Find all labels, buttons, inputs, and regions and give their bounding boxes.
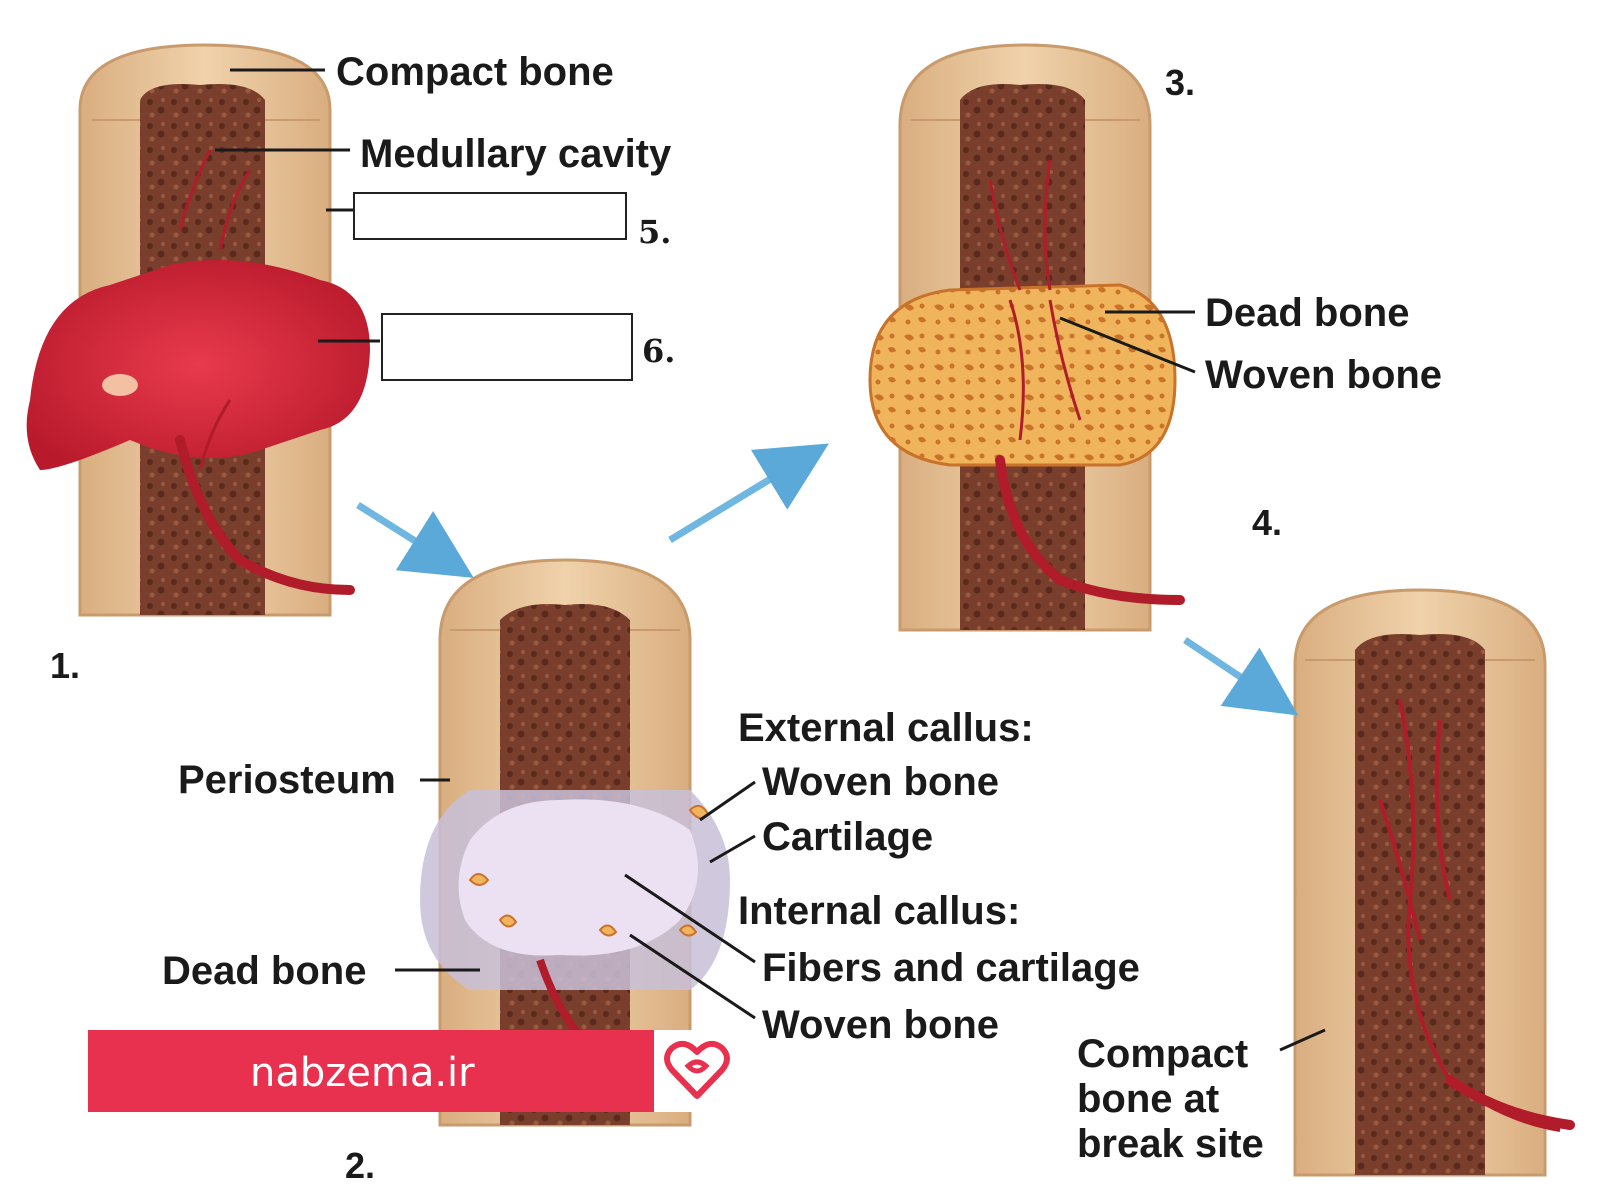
label-medullary-cavity: Medullary cavity xyxy=(360,132,672,176)
stage-2-bone xyxy=(420,558,730,1127)
answer-number-5: 5. xyxy=(638,213,672,251)
label-woven-bone-stage3: Woven bone xyxy=(1205,353,1443,397)
internal-callus-shape xyxy=(458,799,698,956)
stage-3-bone xyxy=(868,43,1185,632)
arrow-3-to-4 xyxy=(1183,637,1299,716)
stage-3-number: 3. xyxy=(1165,62,1196,103)
label-external-callus: External callus: xyxy=(738,706,1034,750)
label-woven-bone-internal: Woven bone xyxy=(762,1003,1000,1047)
label-compact-break-line3: break site xyxy=(1077,1122,1264,1166)
hematoma xyxy=(26,260,371,470)
leader-lines xyxy=(215,68,1326,1052)
stage-4-number: 4. xyxy=(1252,502,1283,543)
stage-1-bone xyxy=(26,43,371,617)
label-compact-break-line2: bone at xyxy=(1077,1077,1220,1121)
label-dead-bone-stage3: Dead bone xyxy=(1205,291,1410,335)
heart-logo-icon xyxy=(654,1030,740,1112)
label-cartilage: Cartilage xyxy=(762,815,934,859)
arrow-2-to-3 xyxy=(668,443,829,543)
label-periosteum: Periosteum xyxy=(178,758,396,802)
label-internal-callus: Internal callus: xyxy=(738,889,1021,933)
watermark-text: nabzema.ir xyxy=(250,1050,475,1096)
arrow-1-to-2 xyxy=(356,502,474,578)
answer-box-6[interactable] xyxy=(381,313,633,381)
label-fibers-cartilage: Fibers and cartilage xyxy=(762,946,1140,990)
stage-4-bone xyxy=(1293,588,1575,1177)
watermark-bar xyxy=(88,1030,654,1112)
stage-2-number: 2. xyxy=(345,1145,376,1186)
label-compact-bone: Compact bone xyxy=(336,50,614,94)
answer-number-6: 6. xyxy=(642,332,676,370)
stage-1-number: 1. xyxy=(50,645,81,686)
answer-box-5[interactable] xyxy=(353,192,627,240)
label-dead-bone-stage2: Dead bone xyxy=(162,949,367,993)
label-woven-bone-external: Woven bone xyxy=(762,760,1000,804)
label-compact-break-line1: Compact xyxy=(1077,1032,1249,1076)
